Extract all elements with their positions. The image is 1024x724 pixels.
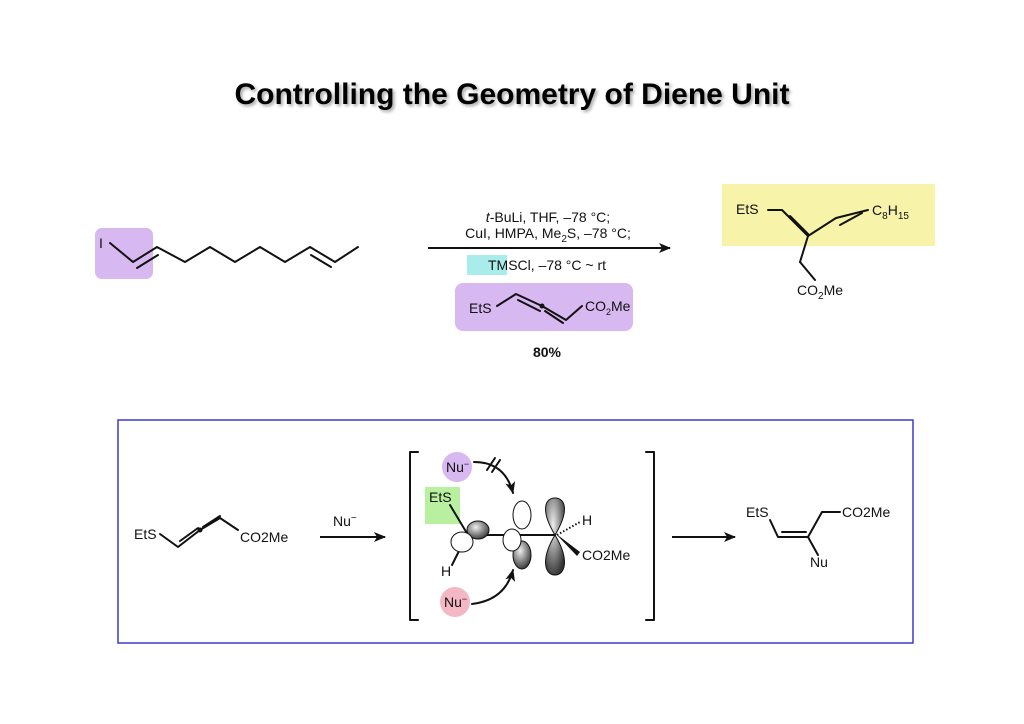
- reaction-conditions: t-BuLi, THF, –78 °C; CuI, HMPA, Me2S, –7…: [428, 209, 671, 360]
- nu-top-circle: [442, 452, 472, 482]
- slide-title: Controlling the Geometry of Diene Unit: [234, 78, 789, 111]
- product-co2me: CO2Me: [842, 504, 890, 520]
- right-bracket: [645, 451, 655, 621]
- nu-bottom-circle: [440, 587, 470, 617]
- iodine-label: I: [99, 235, 103, 251]
- product-diene: EtS C8H15 CO2Me: [722, 184, 935, 302]
- transition-state: EtS Nu− Nu− H H CO2Me: [409, 451, 655, 621]
- ts-h-right: H: [582, 512, 592, 528]
- reagent-ets: EtS: [469, 300, 492, 316]
- nu-bottom-label: Nu−: [444, 594, 467, 610]
- blocked-attack-arrow: [473, 461, 516, 494]
- ts-co2me: CO2Me: [582, 547, 630, 563]
- conditions-line-3: TMSCl, –78 °C ~ rt: [488, 257, 606, 273]
- product-ets: EtS: [736, 201, 759, 217]
- mechanism-frame: [117, 419, 914, 644]
- mechanism-product: EtS CO2Me Nu: [746, 504, 890, 570]
- product-co2me: CO2Me: [797, 282, 843, 302]
- ets-highlight: [425, 487, 460, 524]
- diene-highlight: [722, 184, 935, 246]
- mechanism-start-allenoate: EtS CO2Me: [134, 515, 288, 548]
- ts-ets: EtS: [429, 489, 452, 505]
- product-ets: EtS: [746, 504, 769, 520]
- conditions-line-1: t-BuLi, THF, –78 °C;: [486, 209, 610, 225]
- start-co2me: CO2Me: [240, 529, 288, 545]
- tmscl-highlight: [467, 255, 507, 275]
- conditions-line-2: CuI, HMPA, Me2S, –78 °C;: [465, 225, 631, 245]
- yield: 80%: [533, 344, 562, 360]
- substrate-iodide: I: [95, 228, 359, 279]
- product-c8h15: C8H15: [872, 202, 909, 222]
- favored-attack-arrow: [471, 569, 515, 605]
- start-ets: EtS: [134, 526, 157, 542]
- product-nu: Nu: [810, 554, 828, 570]
- left-bracket: [409, 451, 419, 621]
- ts-h-left: H: [441, 563, 451, 579]
- nu-reagent-label: Nu−: [333, 513, 357, 529]
- reagent-co2me: CO2Me: [585, 298, 631, 317]
- nu-top-label: Nu−: [446, 459, 469, 475]
